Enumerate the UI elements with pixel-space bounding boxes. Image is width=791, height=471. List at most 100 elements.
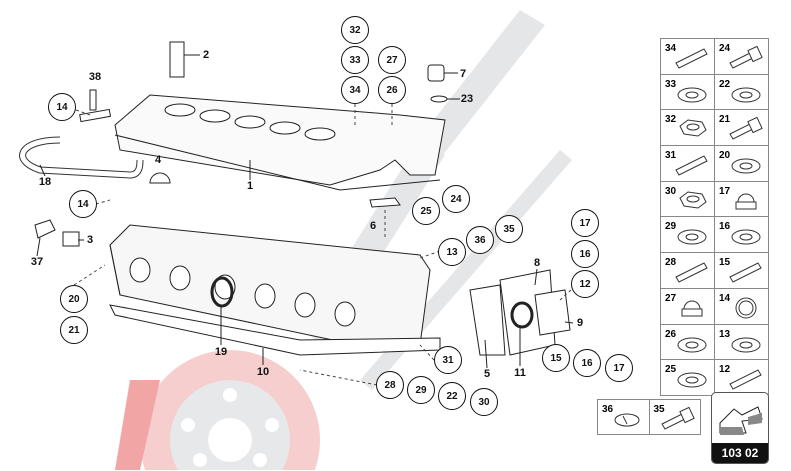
part-label-38[interactable]: 38 xyxy=(88,71,102,83)
hardware-cell-36[interactable]: 36 xyxy=(598,400,649,434)
washer-icon xyxy=(677,372,707,388)
hardware-cell-25[interactable]: 25 xyxy=(661,360,714,395)
hardware-number: 33 xyxy=(665,78,677,90)
stud-icon xyxy=(675,262,708,283)
callout-29[interactable]: 29 xyxy=(407,376,435,404)
hardware-cell-31[interactable]: 31 xyxy=(661,146,714,181)
callout-35[interactable]: 35 xyxy=(495,215,523,243)
hardware-number: 25 xyxy=(665,364,677,376)
part-label-23[interactable]: 23 xyxy=(460,93,474,105)
bolt-icon xyxy=(729,117,763,141)
cap-nut-icon xyxy=(681,300,703,317)
part-label-4[interactable]: 4 xyxy=(154,154,162,166)
stud-icon xyxy=(675,155,708,176)
part-label-7[interactable]: 7 xyxy=(459,68,467,80)
diagram-reference-badge[interactable]: 103 02 xyxy=(711,392,769,464)
hardware-number: 17 xyxy=(719,185,731,197)
part-label-5[interactable]: 5 xyxy=(483,368,491,380)
hardware-number: 22 xyxy=(719,78,731,90)
hardware-cell-33[interactable]: 33 xyxy=(661,75,714,110)
spring-washer-icon xyxy=(614,413,640,427)
part-label-3[interactable]: 3 xyxy=(86,234,94,246)
hardware-number: 13 xyxy=(719,328,731,340)
hardware-cell-28[interactable]: 28 xyxy=(661,253,714,288)
stud-icon xyxy=(729,369,762,390)
callout-36[interactable]: 36 xyxy=(466,226,494,254)
hardware-number: 29 xyxy=(665,221,677,233)
part-label-9[interactable]: 9 xyxy=(576,317,584,329)
hardware-cell-22[interactable]: 22 xyxy=(714,74,768,110)
hardware-cell-17[interactable]: 17 xyxy=(714,181,768,217)
hardware-cell-27[interactable]: 27 xyxy=(661,289,714,324)
hardware-number: 28 xyxy=(665,257,677,269)
callout-34[interactable]: 34 xyxy=(341,76,369,104)
hardware-cell-13[interactable]: 13 xyxy=(714,324,768,360)
hardware-cell-15[interactable]: 15 xyxy=(714,253,768,288)
callout-33[interactable]: 33 xyxy=(341,46,369,74)
cylinder-head xyxy=(109,224,431,351)
nut-icon xyxy=(679,191,707,209)
hardware-number: 12 xyxy=(719,364,731,376)
cap-nut-icon xyxy=(735,193,757,210)
callout-14[interactable]: 14 xyxy=(48,93,76,121)
hardware-table-extra: 36 35 xyxy=(597,399,701,435)
hardware-number: 24 xyxy=(719,43,731,54)
valve-cover xyxy=(114,94,446,191)
hardware-number: 35 xyxy=(653,404,665,415)
callout-15[interactable]: 15 xyxy=(542,344,570,372)
hardware-number: 15 xyxy=(719,257,731,269)
part-label-8[interactable]: 8 xyxy=(533,257,541,269)
hardware-cell-20[interactable]: 20 xyxy=(714,146,768,181)
callout-32[interactable]: 32 xyxy=(341,16,369,44)
part-label-19[interactable]: 19 xyxy=(214,346,228,358)
hose-clamp-icon xyxy=(735,297,757,319)
part-label-6[interactable]: 6 xyxy=(369,220,377,232)
hardware-cell-14[interactable]: 14 xyxy=(714,288,768,324)
washer-icon xyxy=(677,337,707,352)
washer-icon xyxy=(731,87,761,103)
hardware-cell-16[interactable]: 16 xyxy=(714,217,768,253)
callout-27[interactable]: 27 xyxy=(378,46,406,74)
hardware-cell-12[interactable]: 12 xyxy=(714,360,768,395)
part-label-37[interactable]: 37 xyxy=(30,256,44,268)
hardware-row: 31 20 xyxy=(661,146,768,182)
callout-24[interactable]: 24 xyxy=(442,185,470,213)
callout-30[interactable]: 30 xyxy=(470,388,498,416)
hardware-cell-30[interactable]: 30 xyxy=(661,182,714,217)
callout-26[interactable]: 26 xyxy=(378,76,406,104)
hardware-cell-21[interactable]: 21 xyxy=(714,110,768,146)
hardware-number: 21 xyxy=(719,114,731,126)
callout-31[interactable]: 31 xyxy=(434,346,462,374)
part-label-10[interactable]: 10 xyxy=(256,366,270,378)
callout-14[interactable]: 14 xyxy=(69,190,97,218)
hardware-table: 34 24 33 22 32 21 31 20 30 17 29 16 28 15 27 14 26 13 25 12 xyxy=(660,38,769,396)
washer-icon xyxy=(731,158,761,174)
part-label-18[interactable]: 18 xyxy=(38,176,52,188)
hardware-cell-32[interactable]: 32 xyxy=(661,110,714,145)
callout-20[interactable]: 20 xyxy=(60,285,88,313)
callout-16[interactable]: 16 xyxy=(573,349,601,377)
arrow-icon xyxy=(719,406,763,435)
callout-17[interactable]: 17 xyxy=(605,354,633,382)
hardware-cell-35[interactable]: 35 xyxy=(648,400,701,434)
callout-16[interactable]: 16 xyxy=(571,240,599,268)
hardware-number: 20 xyxy=(719,150,731,162)
hardware-number: 14 xyxy=(719,292,731,304)
hardware-cell-34[interactable]: 34 xyxy=(661,39,714,74)
callout-25[interactable]: 25 xyxy=(412,197,440,225)
callout-12[interactable]: 12 xyxy=(571,270,599,298)
callout-21[interactable]: 21 xyxy=(60,316,88,344)
callout-13[interactable]: 13 xyxy=(438,238,466,266)
hardware-row: 26 13 xyxy=(661,324,768,361)
part-label-11[interactable]: 11 xyxy=(514,367,526,379)
hardware-cell-29[interactable]: 29 xyxy=(661,217,714,252)
hardware-cell-26[interactable]: 26 xyxy=(661,325,714,360)
callout-17[interactable]: 17 xyxy=(571,209,599,237)
callout-22[interactable]: 22 xyxy=(438,382,466,410)
part-label-2[interactable]: 2 xyxy=(202,49,210,61)
bolt-icon xyxy=(729,45,763,69)
hardware-cell-24[interactable]: 24 xyxy=(714,39,768,74)
callout-28[interactable]: 28 xyxy=(376,371,404,399)
part-label-1[interactable]: 1 xyxy=(246,180,254,192)
washer-icon xyxy=(677,87,707,103)
